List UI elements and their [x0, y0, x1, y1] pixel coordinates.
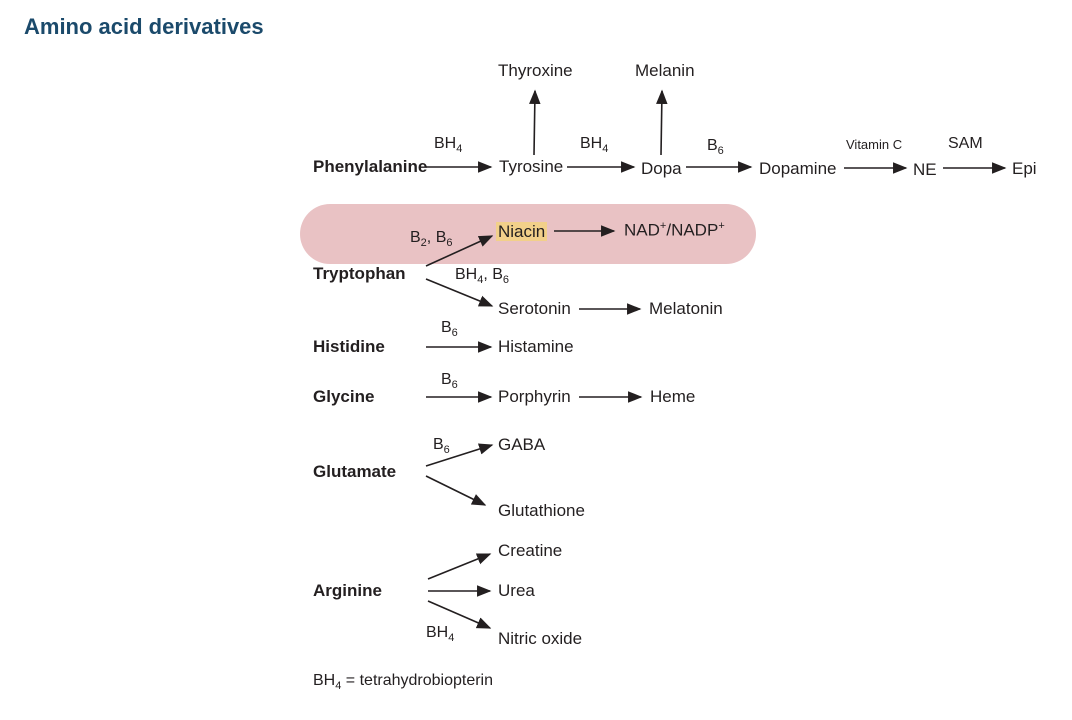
cofactor-b6-glu: B6	[433, 436, 450, 457]
node-melatonin: Melatonin	[649, 299, 723, 318]
cofactor-b6-his: B6	[441, 319, 458, 340]
arrow-arg-no	[427, 600, 492, 629]
node-arginine: Arginine	[313, 581, 382, 600]
cofactor-vitamin-c: Vitamin C	[846, 137, 903, 152]
node-urea: Urea	[498, 581, 535, 600]
cofactor-b6-gly: B6	[441, 371, 458, 392]
arrow-trp-serotonin	[425, 278, 494, 307]
footnote: BH4 = tetrahydrobiopterin	[313, 672, 494, 693]
node-tyrosine: Tyrosine	[499, 157, 564, 176]
cofactor-sam: SAM	[948, 135, 983, 152]
node-serotonin: Serotonin	[498, 299, 571, 318]
arrow-trp-niacin	[425, 235, 494, 267]
arrow-glu-gaba	[425, 443, 494, 467]
node-gaba: GABA	[498, 435, 546, 454]
node-glutathione: Glutathione	[498, 501, 585, 520]
node-melanin: Melanin	[635, 61, 695, 80]
node-tryptophan: Tryptophan	[313, 264, 406, 283]
node-nitric-oxide: Nitric oxide	[498, 629, 583, 648]
node-glycine: Glycine	[313, 387, 375, 406]
arrow-arg-creatine	[427, 553, 492, 580]
node-porphyrin: Porphyrin	[498, 387, 571, 406]
node-heme: Heme	[650, 387, 696, 406]
page-title: Amino acid derivatives	[24, 14, 264, 39]
node-thyroxine: Thyroxine	[498, 61, 573, 80]
node-epi: Epi	[1012, 159, 1037, 178]
node-dopamine: Dopamine	[759, 159, 837, 178]
node-creatine: Creatine	[498, 541, 563, 560]
cofactor-bh4-tyr: BH4	[580, 135, 609, 156]
cofactor-bh4-b6-trp: BH4, B6	[455, 266, 510, 287]
node-phenylalanine: Phenylalanine	[313, 157, 428, 176]
arrow-glu-glutathione	[425, 475, 487, 506]
cofactor-b2-b6: B2, B6	[410, 229, 453, 250]
node-nad-nadp: NAD+/NADP+	[624, 220, 725, 240]
node-niacin: Niacin	[496, 222, 548, 241]
cofactor-bh4-arg: BH4	[426, 624, 455, 645]
niacin-highlighted-text: Niacin	[496, 222, 548, 241]
node-histamine: Histamine	[498, 337, 574, 356]
node-glutamate: Glutamate	[313, 462, 397, 481]
cofactor-b6-dopa: B6	[707, 137, 724, 158]
node-dopa: Dopa	[641, 159, 682, 178]
arrow-dopa-melanin	[656, 89, 668, 156]
node-histidine: Histidine	[313, 337, 385, 356]
node-ne: NE	[913, 160, 937, 179]
arrow-tyr-thyroxine	[529, 89, 541, 156]
cofactor-bh4-phe: BH4	[434, 135, 463, 156]
